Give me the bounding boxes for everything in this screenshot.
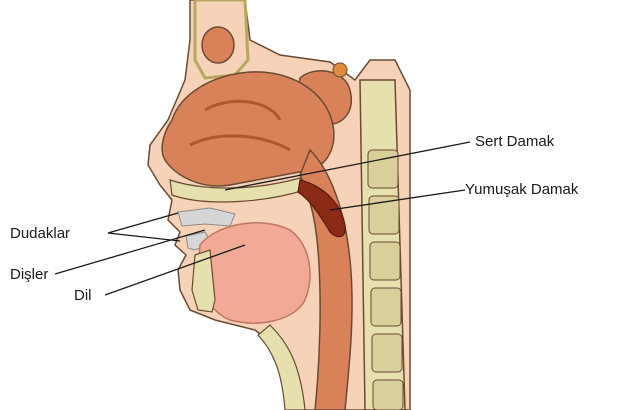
tongue xyxy=(198,223,310,323)
label-tongue: Dil xyxy=(74,287,92,304)
label-hard-palate: Sert Damak xyxy=(475,133,555,150)
small-structure xyxy=(333,63,347,77)
label-soft-palate: Yumuşak Damak xyxy=(465,181,579,198)
leader-lips-upper xyxy=(108,213,178,233)
label-lips: Dudaklar xyxy=(10,225,70,242)
frontal-sinus xyxy=(202,27,234,63)
label-teeth: Dişler xyxy=(10,266,48,283)
leader-lips-lower xyxy=(108,233,180,241)
